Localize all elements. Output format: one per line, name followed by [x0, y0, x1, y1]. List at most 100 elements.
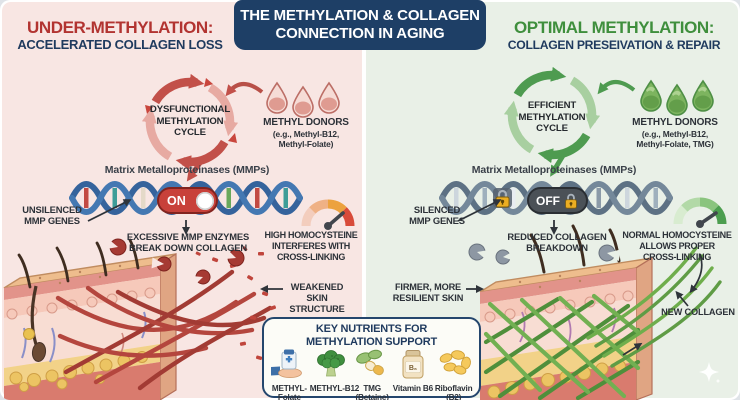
- label-line: MMP GENES: [409, 215, 465, 227]
- title-banner: THE METHYLATION & COLLAGEN CONNECTION IN…: [234, 0, 486, 50]
- excessive-enzymes-label: EXCESSIVE MMP ENZYMES BREAK DOWN COLLAGE…: [112, 231, 264, 254]
- toggle-on-switch[interactable]: ON: [157, 187, 218, 214]
- new-collagen-label: NEW COLLAGEN: [661, 307, 735, 317]
- gauge-high-icon: [301, 199, 355, 230]
- mmp-heading: Matrix Metalloproteinases (MMPs): [471, 164, 637, 176]
- methyl-donors-label: METHYL DONORS (e.g., Methyl-B12, Methyl-…: [252, 117, 360, 149]
- label-line: HIGH HOMOCYSTEINE: [264, 230, 358, 240]
- nutrient-methyl-b12: METHYL-B12: [309, 349, 360, 400]
- label-line: INTERFERES WITH: [272, 240, 350, 251]
- silenced-genes-label: SILENCED MMP GENES: [392, 204, 482, 227]
- nutrient-riboflavin: Riboflavin (B2): [433, 349, 474, 400]
- efficient-cycle-label: EFFICIENT METHYLATION CYCLE: [500, 100, 604, 135]
- donor-to-cycle-arrow: [225, 82, 264, 97]
- nutrients-title: KEY NUTRIENTS FOR METHYLATION SUPPORT: [264, 323, 479, 348]
- mmp-enzyme-icons-inactive: [468, 243, 621, 265]
- gauge-normal-icon: [673, 197, 727, 228]
- donor-to-cycle-arrow: [597, 80, 636, 95]
- label-line: CROSS-LINKING: [642, 251, 712, 262]
- padlock-icon: [565, 193, 577, 209]
- label-line: NORMAL HOMOCYSTEINE: [622, 230, 732, 240]
- label-line: BREAK DOWN COLLAGEN: [129, 242, 247, 254]
- efficient-cycle-icon: [503, 66, 601, 164]
- broccoli-icon: [316, 350, 345, 377]
- label-line: ALLOWS PROPER: [639, 240, 715, 251]
- new-collagen-arrow-2: [622, 342, 643, 356]
- nutrients-row: METHYL- Folate METHYL-B12: [264, 348, 479, 400]
- label-line: SKIN STRUCTURE: [289, 293, 345, 315]
- right-heading: OPTIMAL METHYLATION: COLLAGEN PRESEIVATI…: [494, 18, 734, 52]
- label-line: CYCLE: [536, 123, 568, 134]
- banner-line: CONNECTION IN AGING: [275, 25, 445, 42]
- padlock-icon: [493, 188, 512, 208]
- yellow-pills-icon: [439, 350, 471, 375]
- nutrient-label: Vitamin B6: [392, 384, 433, 394]
- right-subtitle: COLLAGEN PRESEIVATION & REPAIR: [507, 37, 721, 52]
- unsilenced-genes-arrow: [87, 199, 132, 222]
- label-line: Methyl-Folate): [278, 139, 334, 150]
- cycle-to-mmp-arrow: [186, 158, 205, 182]
- label-line: REDUCED COLLAGEN: [507, 231, 607, 242]
- silenced-genes-arrow: [457, 199, 502, 222]
- nutrient-label: TMG: [363, 384, 381, 394]
- firmer-skin-label: FIRMER, MORE RESILIENT SKIN: [388, 282, 468, 304]
- label-line: UNSILENCED: [22, 204, 82, 215]
- hand-bottle-icon: [271, 349, 303, 379]
- new-collagen-arrow-1: [675, 290, 689, 307]
- nutrient-sublabel: Folate: [277, 393, 301, 400]
- cycle-to-mmp-arrow: [550, 152, 567, 177]
- crosslink-to-collagen-arrow: [689, 253, 703, 294]
- broken-collagen-fibers: [55, 269, 273, 391]
- left-heading: UNDER-METHYLATION: ACCELERATED COLLAGEN …: [10, 18, 230, 52]
- toggle-off-label: OFF: [536, 193, 560, 208]
- label-line: Methyl-Folate, TMG): [636, 139, 714, 150]
- b6-bottle-icon: B₆: [402, 350, 424, 379]
- label-line: EFFICIENT: [527, 100, 577, 111]
- normal-homocysteine-label: NORMAL HOMOCYSTEINE ALLOWS PROPER CROSS-…: [620, 230, 734, 262]
- unsilenced-genes-label: UNSILENCED MMP GENES: [8, 204, 96, 227]
- key-nutrients-box: KEY NUTRIENTS FOR METHYLATION SUPPORT ME…: [262, 317, 481, 400]
- high-homocysteine-label: HIGH HOMOCYSTEINE INTERFERES WITH CROSS-…: [262, 230, 360, 262]
- label-line: METHYLATION: [156, 115, 224, 127]
- reduced-breakdown-label: REDUCED COLLAGEN BREAKDOWN: [482, 231, 632, 254]
- b6-bottle-label: B₆: [409, 365, 417, 372]
- nutrient-sublabel: (B2): [446, 393, 462, 400]
- methyl-donor-droplets-icon: [640, 80, 714, 116]
- label-line: METHYL DONORS: [632, 117, 718, 128]
- label-line: FIRMER, MORE: [394, 282, 462, 292]
- mmp-heading: Matrix Metalloproteinases (MMPs): [104, 164, 270, 176]
- label-line: METHYL DONORS: [263, 117, 349, 128]
- dysfunctional-cycle-icon: [141, 73, 239, 171]
- banner-line: THE METHYLATION & COLLAGEN: [240, 6, 480, 24]
- label-line: SILENCED: [413, 204, 461, 215]
- label-line: (e.g., Methyl-B12,: [272, 129, 340, 139]
- nutrient-vitamin-b6: B₆ Vitamin B6: [393, 349, 434, 400]
- label-line: BREAKDOWN: [526, 242, 588, 254]
- toggle-off-switch[interactable]: OFF: [527, 187, 588, 214]
- left-title: UNDER-METHYLATION:: [26, 18, 214, 37]
- label-line: MMP GENES: [24, 215, 80, 227]
- label-line: METHYLATION SUPPORT: [305, 335, 438, 348]
- label-line: CROSS-LINKING: [276, 251, 346, 262]
- label-line: CYCLE: [174, 127, 206, 138]
- methyl-donor-droplets-icon: [266, 82, 340, 118]
- label-line: DYSFUNCTIONAL: [149, 104, 231, 115]
- label-line: METHYLATION: [518, 111, 586, 123]
- skin-cross-section-healthy: [479, 224, 653, 400]
- nutrient-label: METHYL-B12: [309, 384, 360, 394]
- tablets-capsule-icon: [356, 350, 384, 376]
- label-line: WEAKENED: [290, 282, 344, 292]
- sparkle-icon: [699, 362, 720, 383]
- nutrient-label: METHYL-: [271, 384, 307, 394]
- nutrient-methyl-folate: METHYL- Folate: [269, 349, 310, 400]
- weakened-skin-label: WEAKENED SKIN STRUCTURE: [278, 282, 356, 315]
- right-title: OPTIMAL METHYLATION:: [513, 18, 715, 37]
- toggle-on-label: ON: [167, 193, 186, 208]
- skin-cross-section-damaged: [3, 238, 177, 400]
- nutrient-label: Riboflavin: [434, 384, 473, 394]
- methyl-donors-label: METHYL DONORS (e.g., Methyl-B12, Methyl-…: [620, 117, 730, 149]
- nutrient-sublabel: (Betaine): [355, 393, 389, 400]
- dysfunctional-cycle-label: DYSFUNCTIONAL METHYLATION CYCLE: [138, 104, 242, 139]
